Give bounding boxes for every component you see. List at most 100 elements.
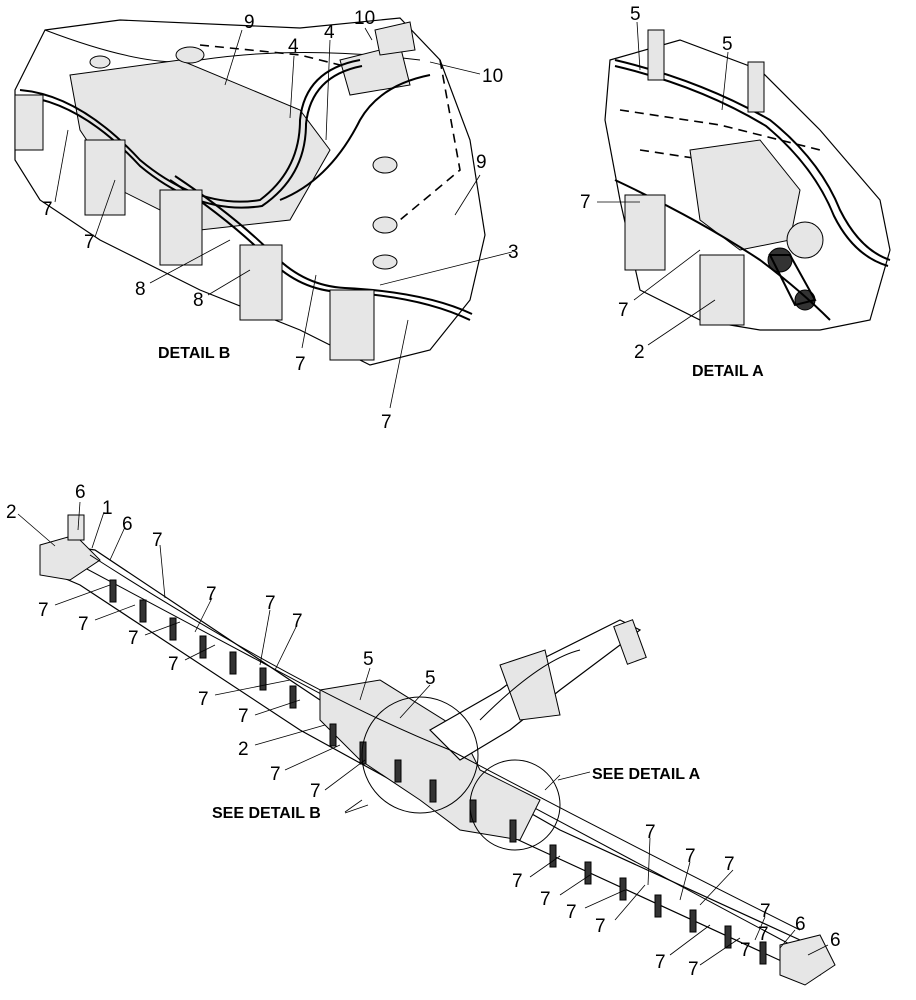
callout-7: 7 — [38, 600, 49, 621]
detail-b-hose-1 — [19, 59, 361, 203]
tine — [394, 759, 402, 783]
callout-7: 7 — [688, 959, 699, 980]
callout-3: 3 — [508, 242, 519, 263]
main-beam-hose — [89, 554, 801, 931]
callout-10: 10 — [354, 8, 375, 29]
main-hitch-clevis — [613, 619, 647, 665]
callout-9: 9 — [476, 152, 487, 173]
main-assembly-view: 6 2 1 6 7 7 7 7 7 7 7 7 7 7 5 5 2 7 7 7 … — [6, 482, 841, 986]
detail-b-leaders — [54, 27, 513, 409]
callout-7: 7 — [206, 584, 217, 605]
callout-7: 7 — [645, 822, 656, 843]
callout-7: 7 — [566, 902, 577, 923]
tine — [139, 599, 147, 623]
detail-a-motor — [786, 221, 824, 259]
callout-5: 5 — [363, 649, 374, 670]
tine — [619, 877, 627, 901]
callout-7: 7 — [618, 300, 629, 321]
callout-7: 7 — [740, 940, 751, 961]
callout-8: 8 — [193, 290, 204, 311]
callout-10: 10 — [482, 66, 503, 87]
tine — [289, 685, 297, 709]
tine — [509, 819, 517, 843]
tine — [259, 667, 267, 691]
callout-7: 7 — [295, 354, 306, 375]
detail-b-hose-5 — [279, 74, 431, 201]
detail-b-boss-3 — [372, 156, 398, 174]
callout-5: 5 — [630, 4, 641, 25]
callout-7: 7 — [168, 654, 179, 675]
see-detail-b-label: SEE DETAIL B — [212, 805, 321, 822]
callout-1: 1 — [102, 498, 113, 519]
callout-7: 7 — [84, 232, 95, 253]
detail-a-leaders — [597, 21, 729, 346]
detail-b-boss-2 — [89, 55, 111, 69]
detail-b-hose-4 — [174, 175, 473, 315]
callout-6: 6 — [122, 514, 133, 535]
detail-a-caption: DETAIL A — [692, 363, 764, 380]
tine — [654, 894, 662, 918]
detail-a-bracket — [747, 61, 765, 113]
tine — [724, 925, 732, 949]
detail-b-hidden-line-2 — [399, 59, 461, 221]
callout-8: 8 — [135, 279, 146, 300]
main-left-plate — [67, 514, 85, 541]
tine-bracket — [159, 189, 203, 266]
callout-7: 7 — [685, 846, 696, 867]
callout-7: 7 — [78, 614, 89, 635]
tine — [429, 779, 437, 803]
callout-7: 7 — [270, 764, 281, 785]
callout-7: 7 — [540, 889, 551, 910]
callout-7: 7 — [655, 952, 666, 973]
detail-a-view: 5 5 7 7 2 DETAIL A — [580, 4, 891, 380]
callout-7: 7 — [152, 530, 163, 551]
callout-7: 7 — [198, 689, 209, 710]
tine-bracket — [239, 244, 283, 321]
tine — [169, 617, 177, 641]
callout-6: 6 — [795, 914, 806, 935]
detail-a-belt — [768, 254, 817, 307]
callout-6: 6 — [75, 482, 86, 503]
callout-7: 7 — [42, 199, 53, 220]
tine — [549, 844, 557, 868]
callout-2: 2 — [6, 502, 17, 523]
main-hitch-bracket — [499, 649, 561, 721]
detail-a-bracket — [647, 29, 665, 81]
detail-b-hose-2 — [19, 65, 363, 209]
callout-7: 7 — [310, 781, 321, 802]
callout-5: 5 — [425, 668, 436, 689]
detail-b-circle — [361, 696, 479, 814]
callout-9: 9 — [244, 12, 255, 33]
detail-b-boss-4 — [372, 216, 398, 234]
detail-a-tine-bracket — [699, 254, 745, 326]
tine-bracket — [14, 94, 44, 151]
callout-7: 7 — [238, 706, 249, 727]
detail-b-boss-1 — [175, 46, 205, 64]
main-center-body — [319, 679, 541, 841]
detail-a-circle — [469, 759, 561, 851]
detail-b-view: 9 4 4 10 10 9 3 7 7 8 8 7 7 DETAIL B — [14, 8, 519, 433]
detail-a-hose-1 — [614, 59, 891, 261]
tine — [199, 635, 207, 659]
tine — [584, 861, 592, 885]
callout-7: 7 — [760, 901, 771, 922]
callout-7: 7 — [512, 871, 523, 892]
callout-6: 6 — [830, 930, 841, 951]
detail-a-hidden-line-1 — [619, 109, 821, 151]
callout-2: 2 — [238, 739, 249, 760]
detail-b-bracket-2 — [374, 21, 416, 56]
main-hitch-hose — [479, 649, 581, 721]
tine — [759, 941, 767, 965]
callout-7: 7 — [381, 412, 392, 433]
detail-b-caption: DETAIL B — [158, 345, 230, 362]
see-detail-b-leader — [344, 804, 369, 814]
callout-7: 7 — [292, 611, 303, 632]
callout-2: 2 — [634, 342, 645, 363]
callout-7: 7 — [724, 854, 735, 875]
main-leaders — [17, 501, 829, 966]
callout-4: 4 — [288, 36, 299, 57]
detail-b-tine-brackets — [14, 94, 375, 361]
tine — [329, 723, 337, 747]
callout-7: 7 — [758, 924, 769, 945]
